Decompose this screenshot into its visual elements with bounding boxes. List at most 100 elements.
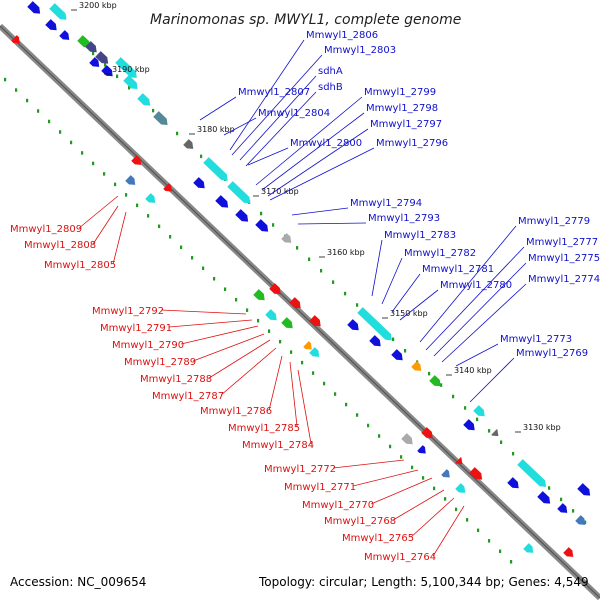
reverse-gene-shape bbox=[125, 175, 136, 185]
gc-dot-inner bbox=[4, 77, 7, 82]
forward-gene-shape bbox=[577, 483, 591, 496]
reverse-gene bbox=[421, 427, 433, 439]
forward-gene bbox=[557, 503, 568, 513]
reverse-leader-line bbox=[78, 195, 119, 229]
forward-gene-label: sdhB bbox=[318, 82, 343, 93]
forward-gene-shape bbox=[517, 459, 547, 487]
forward-gene-label: Mmwyl1_2803 bbox=[324, 45, 396, 56]
reverse-gene-label: Mmwyl1_2809 bbox=[10, 224, 82, 235]
reverse-leader-line bbox=[192, 333, 265, 362]
reverse-gene-shape bbox=[131, 155, 142, 165]
forward-gene-label: Mmwyl1_2796 bbox=[376, 138, 448, 149]
forward-gene-shape bbox=[557, 503, 568, 513]
backbone-core bbox=[0, 25, 600, 599]
forward-leader-line bbox=[261, 112, 365, 191]
forward-gene bbox=[347, 319, 359, 331]
reverse-leader-line bbox=[112, 211, 127, 265]
forward-gene-label: Mmwyl1_2797 bbox=[370, 119, 442, 130]
reverse-gene bbox=[417, 445, 426, 454]
reverse-gene bbox=[281, 317, 293, 329]
forward-leader-line bbox=[425, 246, 525, 351]
forward-leader-line bbox=[267, 128, 369, 197]
gc-dot-inner bbox=[356, 413, 359, 417]
reverse-gene-label: Mmwyl1_2770 bbox=[302, 500, 374, 511]
reverse-gene-label: Mmwyl1_2788 bbox=[140, 374, 212, 385]
gc-dot-inner bbox=[334, 392, 337, 396]
gc-dot-inner bbox=[103, 172, 106, 176]
reverse-gene-label: Mmwyl1_2805 bbox=[44, 260, 116, 271]
gc-dot-inner bbox=[136, 203, 139, 208]
reverse-gene bbox=[309, 347, 320, 357]
reverse-leader-line bbox=[161, 309, 247, 315]
gc-dot-inner bbox=[312, 371, 315, 375]
gc-dot-outer bbox=[560, 497, 563, 502]
forward-gene bbox=[255, 219, 269, 232]
gc-dot-inner bbox=[37, 109, 40, 113]
gc-dot-outer bbox=[260, 211, 263, 216]
reverse-gene-label: Mmwyl1_2791 bbox=[100, 323, 172, 334]
forward-gene bbox=[123, 75, 138, 90]
kbp-tick-label: 3180 kbp bbox=[197, 125, 235, 134]
reverse-gene-label: Mmwyl1_2765 bbox=[342, 533, 414, 544]
reverse-gene bbox=[269, 283, 281, 295]
gc-dot-outer bbox=[572, 509, 575, 513]
forward-gene-shape bbox=[281, 233, 292, 243]
gc-dot-outer bbox=[584, 520, 587, 525]
forward-gene bbox=[235, 209, 249, 222]
reverse-gene-shape bbox=[523, 543, 534, 553]
kbp-tick-label: 3170 kbp bbox=[261, 187, 299, 196]
forward-gene-shape bbox=[153, 111, 168, 126]
gc-dot-inner bbox=[202, 266, 205, 271]
forward-gene-shape bbox=[49, 3, 67, 20]
kbp-tick-label: 3190 kbp bbox=[112, 65, 150, 74]
reverse-gene-shape bbox=[563, 547, 574, 557]
forward-gene-shape bbox=[95, 51, 109, 64]
forward-leader-line bbox=[239, 75, 317, 161]
gc-dot-inner bbox=[345, 402, 348, 407]
forward-leader-line bbox=[441, 283, 527, 363]
gc-dot-inner bbox=[411, 465, 414, 470]
reverse-gene bbox=[131, 155, 142, 165]
reverse-gene-label: Mmwyl1_2789 bbox=[124, 357, 196, 368]
forward-gene-label: Mmwyl1_2781 bbox=[422, 264, 494, 275]
forward-gene-shape bbox=[347, 319, 359, 331]
reverse-gene-label: Mmwyl1_2768 bbox=[324, 516, 396, 527]
forward-gene-label: Mmwyl1_2793 bbox=[368, 213, 440, 224]
reverse-gene-shape bbox=[309, 315, 321, 327]
gc-dot-outer bbox=[404, 349, 407, 353]
forward-gene bbox=[203, 157, 228, 181]
gc-dot-outer bbox=[356, 303, 359, 307]
forward-gene bbox=[537, 491, 551, 504]
forward-gene-shape bbox=[537, 491, 551, 504]
gc-dot-inner bbox=[246, 308, 249, 312]
forward-gene bbox=[507, 477, 519, 489]
forward-gene-label: Mmwyl1_2769 bbox=[516, 348, 588, 359]
forward-gene-shape bbox=[59, 30, 70, 40]
forward-gene-label: Mmwyl1_2804 bbox=[258, 108, 330, 119]
forward-gene-shape bbox=[411, 361, 422, 371]
gc-dot-inner bbox=[422, 476, 425, 480]
forward-gene-shape bbox=[429, 375, 441, 387]
forward-gene-label: Mmwyl1_2783 bbox=[384, 230, 456, 241]
reverse-gene-shape bbox=[401, 433, 413, 445]
reverse-gene-label: Mmwyl1_2786 bbox=[200, 406, 272, 417]
forward-gene-shape bbox=[193, 177, 205, 189]
forward-leader-line bbox=[229, 39, 305, 151]
forward-gene-label: Mmwyl1_2807 bbox=[238, 87, 310, 98]
reverse-gene-shape bbox=[455, 457, 463, 465]
gc-dot-outer bbox=[272, 223, 275, 227]
forward-gene bbox=[369, 335, 381, 347]
gc-dot-inner bbox=[15, 88, 18, 92]
gene-labels: Mmwyl1_2806Mmwyl1_2803sdhAsdhBMmwyl1_280… bbox=[10, 30, 600, 563]
forward-gene-shape bbox=[357, 307, 392, 341]
forward-gene bbox=[49, 3, 67, 20]
kbp-tick-label: 3130 kbp bbox=[523, 423, 561, 432]
gc-dot-outer bbox=[92, 51, 95, 56]
forward-gene-shape bbox=[255, 219, 269, 232]
reverse-leader-line bbox=[289, 361, 298, 428]
gc-dot-inner bbox=[455, 507, 458, 512]
reverse-gene bbox=[253, 289, 265, 301]
forward-gene-shape bbox=[85, 41, 97, 53]
reverse-leader-line bbox=[333, 459, 405, 469]
reverse-gene bbox=[401, 433, 413, 445]
